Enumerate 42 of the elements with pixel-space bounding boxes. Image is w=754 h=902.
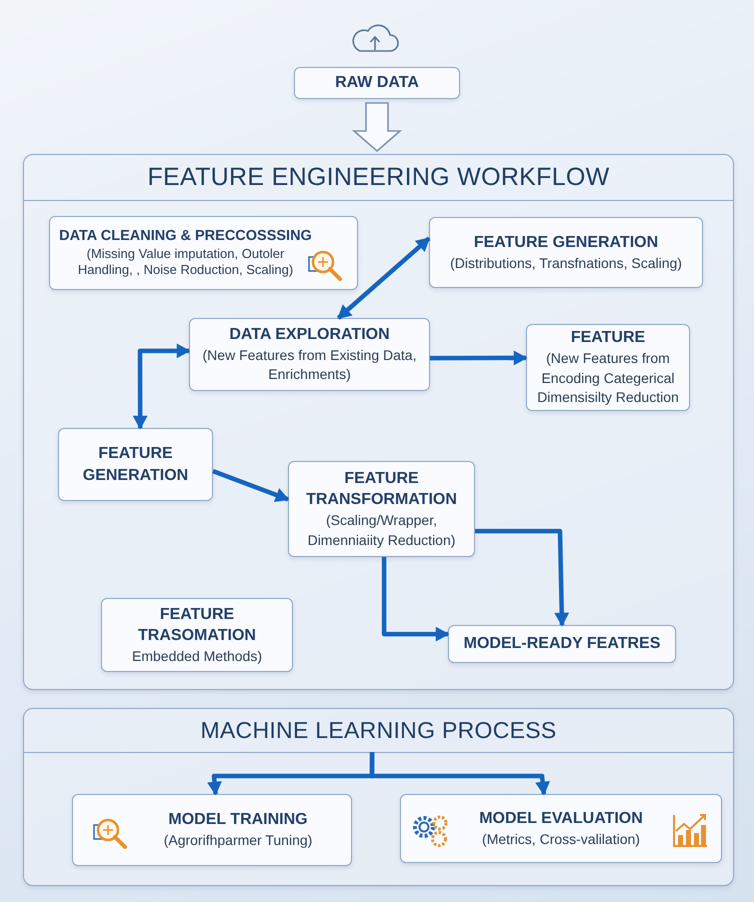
process-box bbox=[448, 625, 676, 663]
arrow bbox=[430, 350, 528, 366]
arrow bbox=[336, 236, 430, 320]
box-description: Embedded Methods) bbox=[132, 646, 262, 666]
box-description: (Agrorifhparmer Tuning) bbox=[164, 831, 312, 850]
box-heading: FEATURE GENERATION bbox=[82, 444, 190, 486]
block-arrow bbox=[352, 102, 402, 152]
box-heading: RAW DATA bbox=[335, 73, 419, 94]
process-box bbox=[49, 216, 358, 290]
box-heading: FEATURE GENERATION bbox=[474, 232, 658, 253]
box-heading: DATA CLEANING & PRECCOSSSING bbox=[59, 226, 312, 246]
process-box bbox=[288, 461, 475, 557]
box-description: (Scaling/Wrapper, Dimenniaiity Reduction) bbox=[306, 511, 456, 550]
box-description: (Distributions, Transfnations, Scaling) bbox=[450, 254, 682, 273]
box-heading: MODEL EVALUATION bbox=[479, 808, 643, 829]
panel-header: MACHINE LEARNING PROCESS bbox=[24, 709, 733, 753]
box-description: (New Features from Existing Data, Enrichments) bbox=[202, 346, 418, 384]
process-box bbox=[58, 428, 213, 501]
arrow bbox=[370, 752, 550, 796]
box-heading: MODEL TRAINING bbox=[168, 810, 308, 830]
process-box bbox=[294, 67, 460, 99]
process-box bbox=[400, 794, 722, 863]
process-box bbox=[72, 794, 352, 866]
arrow bbox=[382, 557, 450, 642]
box-heading: FEATURE bbox=[570, 328, 646, 348]
box-heading: DATA EXPLORATION bbox=[229, 325, 390, 346]
section-panel bbox=[23, 708, 734, 886]
process-box bbox=[189, 318, 430, 391]
process-box bbox=[429, 217, 703, 288]
box-description: (Metrics, Cross-valilation) bbox=[482, 830, 640, 849]
box-heading: MODEL-READY FEATRES bbox=[464, 634, 660, 654]
arrow bbox=[212, 469, 290, 502]
process-box bbox=[526, 324, 690, 411]
panel-header: FEATURE ENGINEERING WORKFLOW bbox=[24, 155, 733, 201]
box-description: (Missing Value imputation, Outoler Handling, , Noise Roduction, Scaling) bbox=[76, 246, 294, 280]
box-heading: FEATURE TRASOMATION bbox=[137, 604, 257, 646]
arrow bbox=[475, 528, 569, 626]
process-box bbox=[101, 598, 293, 672]
arrow bbox=[132, 344, 190, 430]
section-panel bbox=[23, 154, 734, 690]
box-heading: FEATURE TRANSFORMATION bbox=[305, 468, 458, 510]
box-description: (New Features from Encoding Categerical Dimensisilty Reduction bbox=[536, 348, 680, 408]
